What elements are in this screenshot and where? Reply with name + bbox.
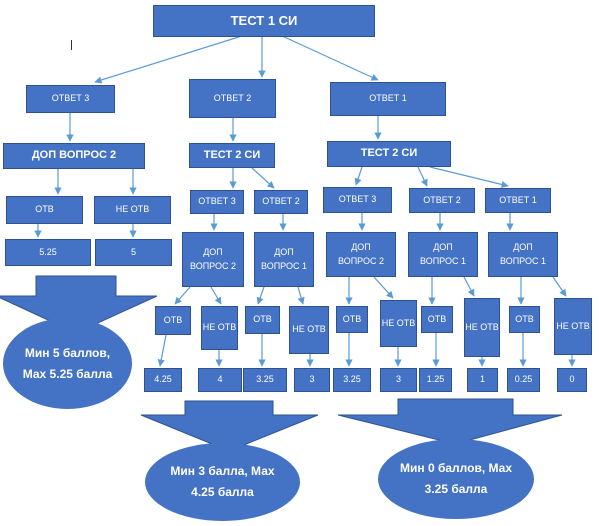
right-answer3-box: ОТВЕТ 3 [323,187,392,213]
connector [354,166,363,186]
right-score-4: 1 [467,368,498,392]
middle-score-2: 4 [198,368,242,392]
root-test1-box: ТЕСТ 1 СИ [153,5,375,37]
right-score-1: 3.25 [333,368,371,392]
middle-summary-oval: Мин 3 балла, Мах 4.25 балла [145,443,300,521]
connector [157,334,167,367]
connector [463,276,475,297]
right-score-6: 0 [557,368,587,392]
connector [417,166,428,187]
middle-test2-box: ТЕСТ 2 СИ [189,143,275,168]
left-answered-box: ОТВ [6,196,83,224]
middle-score-1: 4.25 [144,368,182,392]
middle-answered-box-1: ОТВ [155,306,191,335]
right-extra1a-box: ДОП ВОПРОС 1 [408,232,478,277]
big-arrow-middle [140,400,319,452]
right-answered-box-1: ОТВ [336,306,368,333]
right-extra2-box: ДОП ВОПРОС 2 [326,232,396,277]
right-not-answered-box-3: НЕ ОТВ [554,298,592,355]
connector [429,166,509,188]
right-answered-box-3: ОТВ [509,306,540,333]
connector [373,276,394,299]
right-answer1-box: ОТВЕТ 1 [485,188,551,213]
connector [256,286,265,305]
right-answered-box-2: ОТВ [421,306,453,333]
left-summary-oval: Мин 5 баллов, Мах 5.25 балла [3,318,132,409]
middle-not-answered-box-2: НЕ ОТВ [289,306,329,354]
right-extra1b-label: ДОП ВОПРОС 1 [500,241,546,266]
connector [279,34,379,81]
middle-answered-box-2: ОТВ [245,306,280,334]
big-arrow-right [337,398,563,445]
middle-answer3-box: ОТВЕТ 3 [190,190,244,214]
right-not-answered-box-1: НЕ ОТВ [380,300,417,347]
connector [94,34,246,84]
right-summary-oval: Мин 0 баллов, Мах 3.25 балла [378,439,534,519]
right-extra1b-box: ДОП ВОПРОС 1 [488,232,558,277]
answer3-box: ОТВЕТ 3 [26,85,115,113]
middle-not-answered-box-1: НЕ ОТВ [201,306,238,350]
right-extra1a-label: ДОП ВОПРОС 1 [420,241,466,266]
right-answer2-box: ОТВЕТ 2 [409,188,475,213]
middle-extra1-label: ДОП ВОПРОС 1 [261,246,307,271]
middle-score-3: 3.25 [243,368,287,392]
left-extra-question-box: ДОП ВОПРОС 2 [3,143,145,169]
middle-extra2-box: ДОП ВОПРОС 2 [182,232,244,287]
right-not-answered-box-2: НЕ ОТВ [464,298,500,357]
right-score-5: 0.25 [507,368,540,392]
right-test2-box: ТЕСТ 2 СИ [327,141,451,167]
left-score-answered: 5.25 [5,239,91,266]
answer2-box: ОТВЕТ 2 [189,79,276,118]
middle-score-4: 3 [294,368,330,392]
connector [251,167,275,189]
answer1-box: ОТВЕТ 1 [330,82,446,116]
right-score-2: 3 [380,368,417,392]
text-cursor [71,40,72,50]
big-arrow-left [0,275,158,334]
right-score-3: 1.25 [419,368,452,392]
middle-extra1-box: ДОП ВОПРОС 1 [254,232,314,287]
connector [552,276,567,297]
connector [210,286,222,305]
left-not-answered-box: НЕ ОТВ [94,196,171,224]
connector [174,286,191,305]
middle-extra2-label: ДОП ВОПРОС 2 [190,246,236,271]
left-score-not-answered: 5 [95,239,172,266]
right-extra2-label: ДОП ВОПРОС 2 [338,241,384,266]
connector [297,286,305,305]
middle-answer2-box: ОТВЕТ 2 [254,190,308,214]
